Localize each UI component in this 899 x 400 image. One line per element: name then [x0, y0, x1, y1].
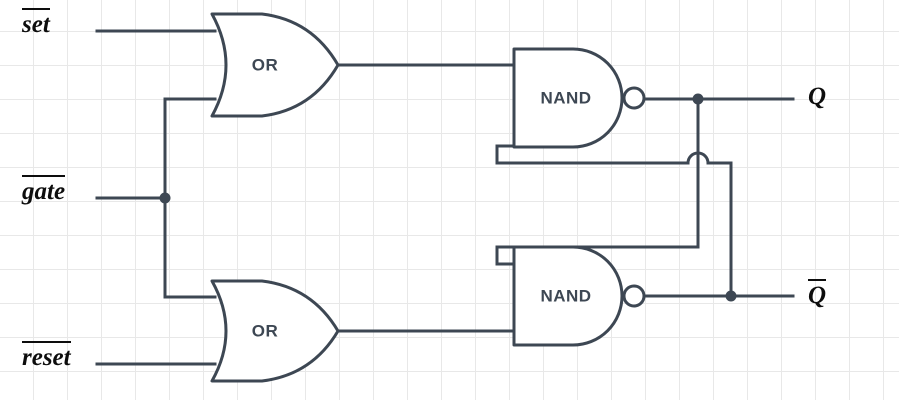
nand-top-label: NAND [540, 88, 591, 107]
input-label-gate: gate [22, 175, 66, 204]
input-label-set: set [22, 8, 50, 37]
or-bottom-body [210, 279, 340, 383]
junction-q-fanout [692, 93, 704, 105]
or-top-body [210, 12, 340, 118]
input-label-reset: reset [22, 341, 71, 370]
wire-qbar-feedback-to-nand-top [495, 144, 733, 165]
wire-q-feedback-to-nand-bottom [495, 245, 700, 266]
nand-bottom-body [512, 245, 624, 347]
output-label-q-bar: Q [808, 279, 827, 308]
junction-q-bar-fanout [725, 290, 737, 302]
nand-bottom-label: NAND [540, 286, 591, 305]
or-bottom-label: OR [252, 321, 279, 340]
nand-top-body [512, 47, 624, 149]
nand-bottom-bubble-icon [622, 284, 646, 308]
or-top-label: OR [252, 55, 279, 74]
output-label-q: Q [808, 83, 827, 110]
junction-gate-fanout [159, 192, 171, 204]
nand-top-bubble-icon [622, 86, 646, 110]
